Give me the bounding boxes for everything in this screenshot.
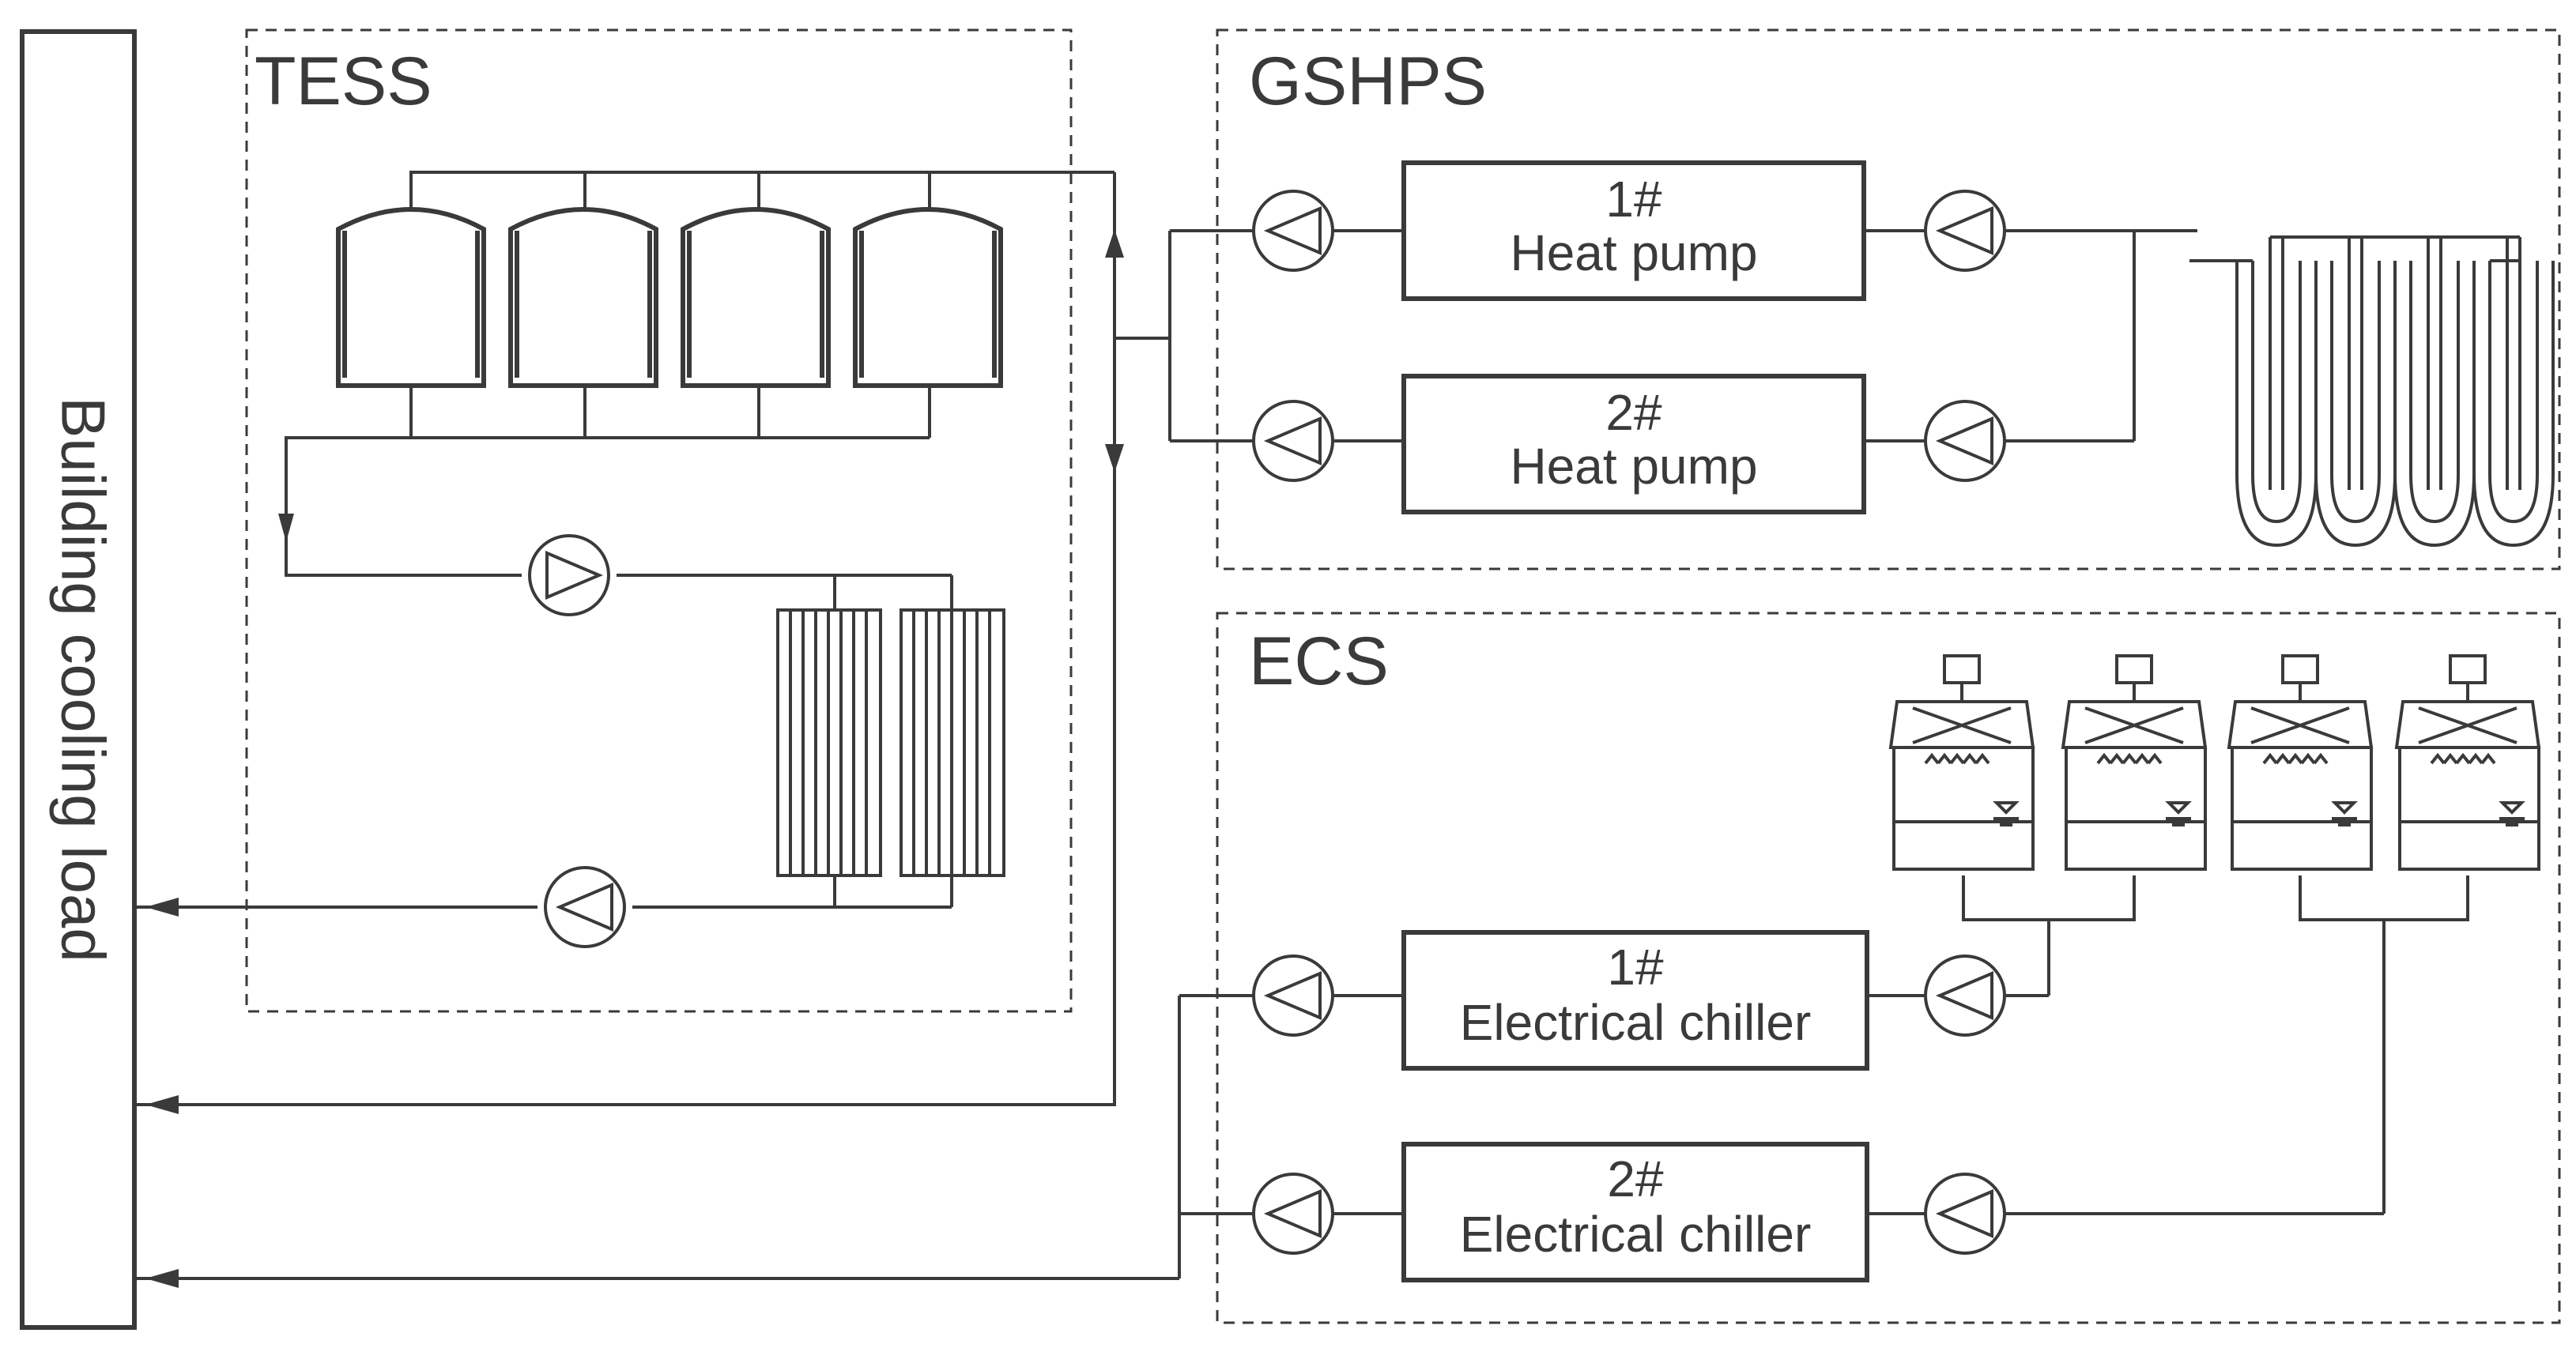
storage-tank xyxy=(853,172,1003,388)
electrical-chiller-1-number: 1# xyxy=(1607,939,1664,996)
load-arrow xyxy=(145,898,179,917)
ground-heat-exchanger xyxy=(2189,235,2555,548)
borehole xyxy=(2235,237,2318,548)
heat-pump-2: 2# Heat pump xyxy=(1401,374,1866,514)
flow-arrow-up xyxy=(1105,229,1124,258)
flow-arrow-down xyxy=(1105,444,1124,473)
storage-tank xyxy=(336,172,486,388)
borehole xyxy=(2472,237,2555,548)
cooling-tower xyxy=(2061,654,2208,871)
electrical-chiller-1: 1# Electrical chiller xyxy=(1401,930,1869,1071)
heat-pump-1-name: Heat pump xyxy=(1510,224,1757,281)
pump xyxy=(1252,1173,1334,1255)
storage-tank xyxy=(508,172,658,388)
pump xyxy=(1252,190,1334,272)
ecs-label: ECS xyxy=(1249,623,1389,699)
cooling-tower xyxy=(2394,654,2541,871)
heat-pump-2-number: 2# xyxy=(1605,384,1662,441)
plate-heat-exchanger xyxy=(900,608,1005,877)
cooling-tower xyxy=(1888,654,2035,871)
storage-tanks xyxy=(336,171,1003,438)
pump xyxy=(544,866,626,948)
building-cooling-load-label: Building cooling load xyxy=(48,397,118,962)
pump xyxy=(1252,955,1334,1037)
load-arrow xyxy=(145,1095,179,1114)
electrical-chiller-1-name: Electrical chiller xyxy=(1460,994,1812,1051)
pump xyxy=(1924,400,2006,482)
pump xyxy=(528,534,610,616)
pump xyxy=(1924,190,2006,272)
tess-piping xyxy=(134,171,1116,1106)
borehole xyxy=(2314,237,2397,548)
pump xyxy=(1252,400,1334,482)
tess-label: TESS xyxy=(255,43,432,119)
gshps-section: GSHPS xyxy=(1216,28,2561,570)
heat-pump-1-number: 1# xyxy=(1605,171,1662,228)
building-cooling-load: Building cooling load xyxy=(20,29,137,1330)
ecs-piping xyxy=(134,875,2469,1280)
heat-pump-1: 1# Heat pump xyxy=(1401,160,1866,301)
tess-section: TESS xyxy=(245,28,1073,1013)
electrical-chiller-2-number: 2# xyxy=(1607,1150,1664,1207)
pump xyxy=(1924,955,2006,1037)
heat-pump-2-name: Heat pump xyxy=(1510,438,1757,495)
storage-tank xyxy=(681,172,831,388)
electrical-chiller-2-name: Electrical chiller xyxy=(1460,1206,1812,1263)
electrical-chiller-2: 2# Electrical chiller xyxy=(1401,1142,1869,1282)
plate-heat-exchanger xyxy=(776,608,882,877)
cooling-tower xyxy=(2227,654,2374,871)
ecs-section: ECS xyxy=(1216,612,2561,1324)
gshps-label: GSHPS xyxy=(1249,43,1487,119)
gshps-piping xyxy=(1115,229,2197,442)
pump xyxy=(1924,1173,2006,1255)
flow-arrow-down xyxy=(278,514,294,542)
borehole xyxy=(2393,237,2476,548)
